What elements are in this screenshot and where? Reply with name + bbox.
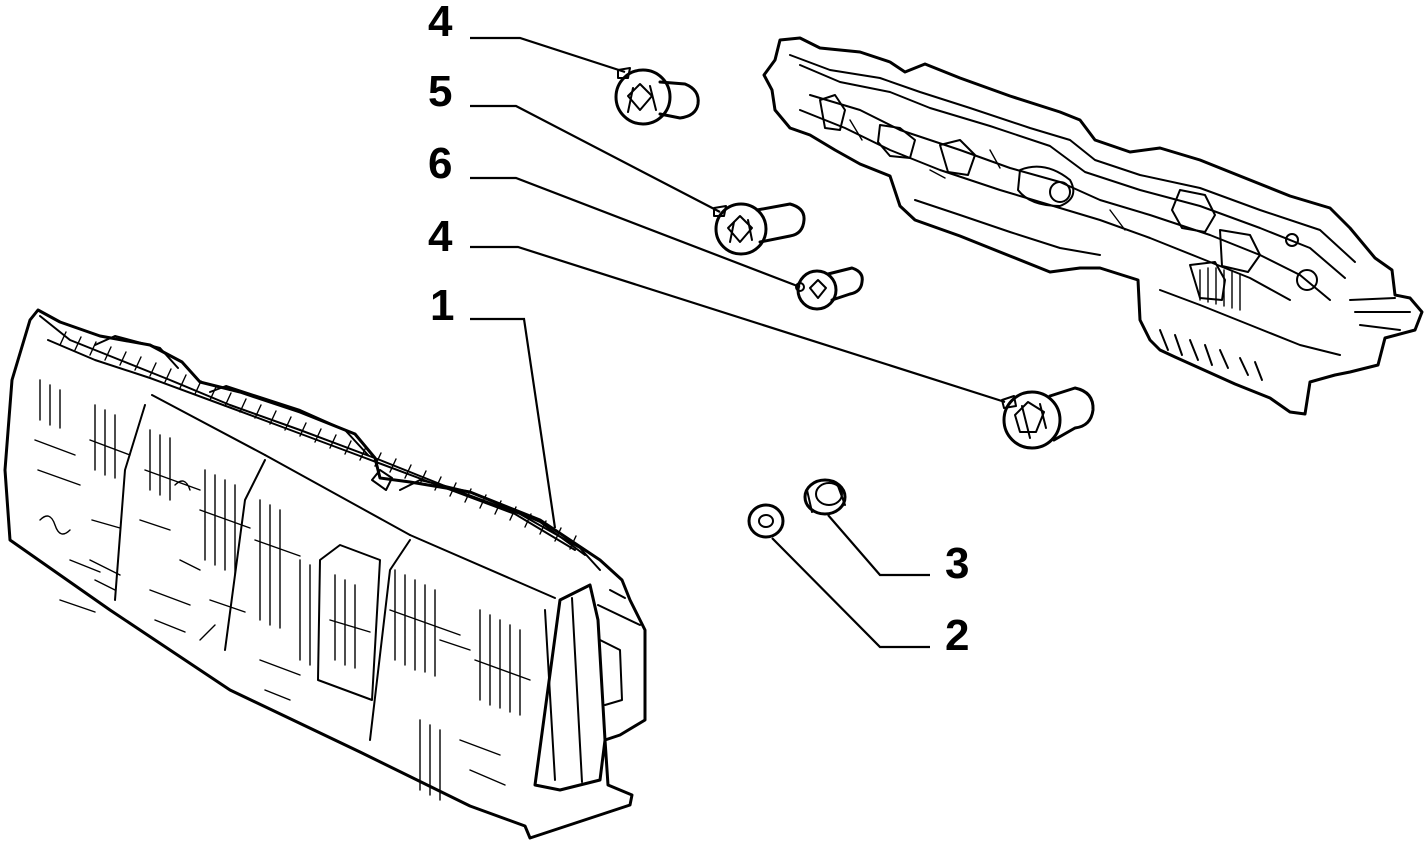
lens-texture (34, 379, 531, 801)
leader-lamp-housing (470, 317, 557, 529)
leader-grommet (827, 514, 930, 577)
bulb-holder-circuit-board (762, 36, 1424, 416)
bulb-small (795, 266, 864, 311)
callouts: 4 5 6 4 1 3 2 (428, 0, 969, 660)
callout-bulb-small: 6 (428, 139, 452, 188)
rim-hatching (59, 331, 577, 550)
grommet (803, 478, 847, 516)
leader-bulb-top (470, 36, 626, 74)
bulb-top (614, 67, 700, 126)
leader-bulb-small (470, 176, 801, 289)
leader-bulb-medium (470, 104, 721, 213)
callout-bulb-top: 4 (428, 0, 453, 46)
callout-grommet: 3 (945, 539, 969, 588)
callout-lamp-housing: 1 (430, 281, 454, 330)
bulb-large (1001, 386, 1095, 450)
leader-washer (771, 537, 930, 649)
tail-lamp-housing (3, 308, 647, 840)
callout-bulb-large: 4 (428, 212, 453, 261)
leader-bulb-large (470, 245, 1006, 404)
callout-bulb-medium: 5 (428, 67, 452, 116)
bulb-medium (713, 202, 806, 256)
callout-washer: 2 (945, 611, 969, 660)
leader-lines (470, 36, 1006, 649)
washer (747, 503, 785, 539)
